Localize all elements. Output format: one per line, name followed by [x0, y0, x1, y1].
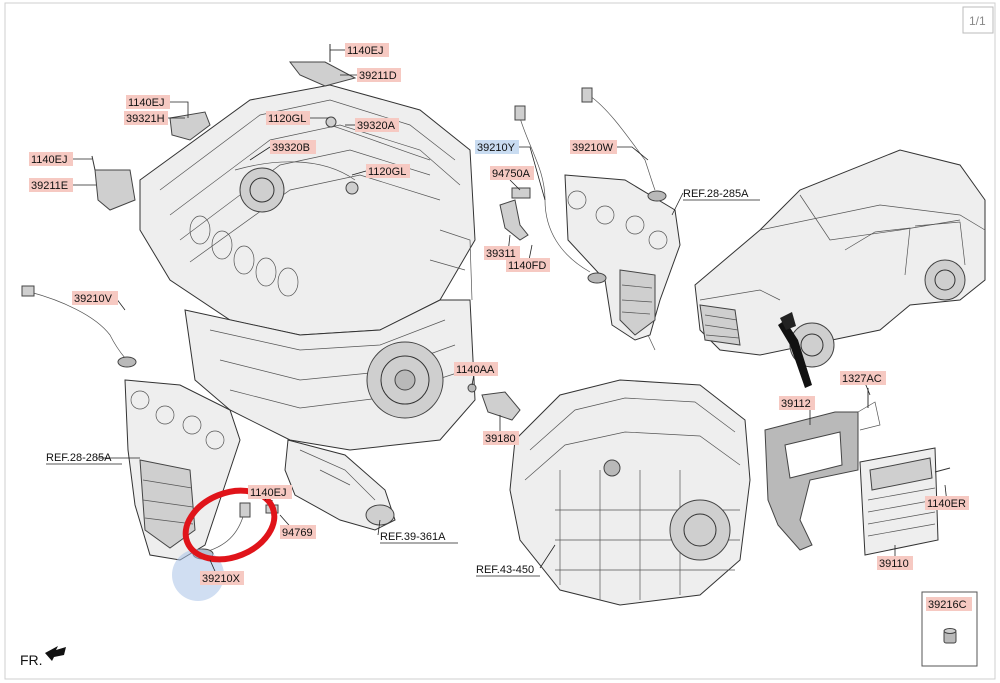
label-1140EJ-left2[interactable]: 1140EJ — [29, 152, 73, 166]
svg-text:39320A: 39320A — [357, 120, 396, 132]
label-39110[interactable]: 39110 — [877, 556, 913, 570]
label-1120GL-a[interactable]: 1120GL — [266, 111, 310, 125]
exhaust-manifold-left — [124, 379, 241, 561]
label-39210V[interactable]: 39210V — [72, 291, 118, 305]
diagram-frame — [4, 2, 996, 680]
inset-box-39216C[interactable]: 39216C — [921, 591, 978, 667]
starter-motor — [284, 439, 396, 531]
bracket-39211D — [288, 44, 357, 87]
label-1327AC[interactable]: 1327AC — [840, 371, 886, 385]
label-39216C: 39216C — [928, 599, 967, 611]
label-39320A[interactable]: 39320A — [355, 118, 399, 132]
front-orientation-marker: FR. — [20, 646, 66, 668]
page-indicator-text: 1/1 — [969, 14, 986, 28]
sensor-39311 — [499, 199, 529, 241]
svg-text:39112: 39112 — [781, 398, 811, 410]
svg-text:REF.28-285A: REF.28-285A — [683, 188, 749, 200]
svg-text:1327AC: 1327AC — [842, 373, 882, 385]
cam-sensor-39180 — [467, 383, 521, 421]
svg-text:39211E: 39211E — [31, 180, 68, 192]
label-94769[interactable]: 94769 — [280, 525, 316, 539]
ref-39-361A[interactable]: REF.39-361A — [380, 531, 458, 544]
o2-sensor-39210V — [21, 285, 137, 368]
transmission-assembly — [509, 379, 751, 606]
bracket-39321H — [169, 111, 211, 141]
ecu-module — [859, 447, 951, 556]
label-39211E[interactable]: 39211E — [29, 178, 73, 192]
selection-ring — [182, 487, 278, 563]
svg-text:39210X: 39210X — [202, 573, 241, 585]
knock-sensor-39320B — [234, 161, 359, 195]
ref-43-450[interactable]: REF.43-450 — [476, 564, 540, 577]
svg-text:39210Y: 39210Y — [477, 142, 516, 154]
svg-text:1140EJ: 1140EJ — [347, 45, 384, 57]
engine-assembly — [139, 84, 476, 451]
front-arrow-icon — [45, 646, 66, 661]
label-39311[interactable]: 39311 — [484, 246, 520, 260]
front-label: FR. — [20, 652, 43, 668]
knock-sensor-39320A — [325, 116, 431, 161]
svg-text:39311: 39311 — [486, 248, 516, 260]
svg-text:39180: 39180 — [485, 433, 516, 445]
label-39321H[interactable]: 39321H — [124, 111, 168, 125]
vehicle-illustration — [694, 149, 986, 388]
label-39210Y[interactable]: 39210Y — [475, 140, 519, 154]
label-39210W[interactable]: 39210W — [570, 140, 617, 154]
page-indicator: 1/1 — [962, 6, 994, 34]
label-1140FD[interactable]: 1140FD — [506, 258, 550, 272]
svg-text:39210W: 39210W — [572, 142, 614, 154]
svg-text:1140ER: 1140ER — [927, 498, 966, 510]
label-39210X[interactable]: 39210X — [200, 571, 244, 585]
svg-text:REF.43-450: REF.43-450 — [476, 564, 534, 576]
label-94750A[interactable]: 94750A — [490, 166, 534, 180]
label-1140ER[interactable]: 1140ER — [925, 496, 969, 510]
svg-text:1140AA: 1140AA — [456, 364, 495, 376]
o2-sensor-39210W — [581, 87, 667, 202]
bracket-39211E — [91, 155, 136, 211]
ecu-bracket — [764, 388, 881, 551]
svg-text:1140EJ: 1140EJ — [31, 154, 68, 166]
exhaust-manifold-right — [564, 174, 681, 351]
svg-text:39210V: 39210V — [74, 293, 113, 305]
label-1140EJ-mid[interactable]: 1140EJ — [248, 485, 292, 499]
svg-text:REF.28-285A: REF.28-285A — [46, 452, 112, 464]
svg-text:39321H: 39321H — [126, 113, 165, 125]
label-1140EJ-left1[interactable]: 1140EJ — [126, 95, 170, 109]
cap-39216C-icon — [943, 628, 957, 644]
label-39320B[interactable]: 39320B — [270, 140, 316, 154]
label-39180[interactable]: 39180 — [483, 431, 519, 445]
svg-text:39320B: 39320B — [272, 142, 310, 154]
svg-text:1140EJ: 1140EJ — [128, 97, 165, 109]
ref-28-285A-right[interactable]: REF.28-285A — [683, 188, 760, 201]
svg-text:1140FD: 1140FD — [508, 260, 546, 272]
svg-text:39211D: 39211D — [359, 70, 397, 82]
svg-text:1140EJ: 1140EJ — [250, 487, 287, 499]
label-39112[interactable]: 39112 — [779, 396, 815, 410]
sensor-94750A — [511, 187, 531, 199]
label-39211D[interactable]: 39211D — [357, 68, 401, 82]
label-1120GL-b[interactable]: 1120GL — [366, 164, 410, 178]
svg-text:1120GL: 1120GL — [268, 113, 306, 125]
svg-text:1120GL: 1120GL — [368, 166, 406, 178]
svg-text:39110: 39110 — [879, 558, 909, 570]
ref-28-285A-left[interactable]: REF.28-285A — [46, 452, 122, 465]
label-1140AA[interactable]: 1140AA — [454, 362, 498, 376]
svg-text:94750A: 94750A — [492, 168, 531, 180]
svg-text:94769: 94769 — [282, 527, 313, 539]
svg-text:REF.39-361A: REF.39-361A — [380, 531, 446, 543]
label-1140EJ-top[interactable]: 1140EJ — [345, 43, 389, 57]
